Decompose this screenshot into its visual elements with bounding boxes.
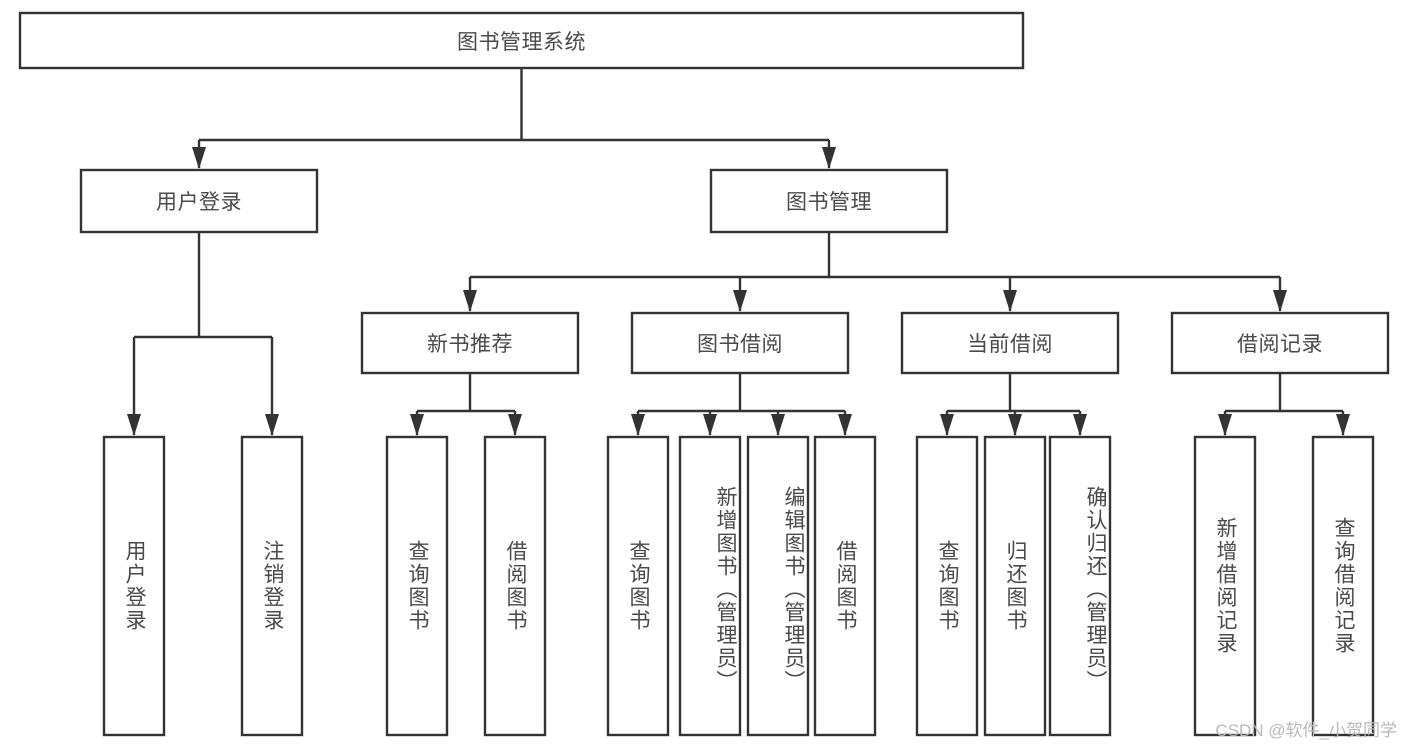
arrow-head-icon bbox=[127, 414, 141, 436]
node-box-leaf-query-record[interactable] bbox=[1311, 435, 1375, 737]
node-box-user-login[interactable] bbox=[79, 168, 319, 234]
arrow-head-icon bbox=[940, 414, 954, 436]
node-box-book-manage[interactable] bbox=[709, 168, 949, 234]
node-box-leaf-add-book[interactable] bbox=[678, 435, 742, 737]
node-box-root[interactable] bbox=[18, 11, 1025, 70]
arrow-head-icon bbox=[1008, 414, 1022, 436]
node-box-leaf-return-book[interactable] bbox=[983, 435, 1047, 737]
arrow-head-icon bbox=[410, 414, 424, 436]
node-box-leaf-borrow-book-1[interactable] bbox=[483, 435, 547, 737]
arrow-head-icon bbox=[1073, 414, 1087, 436]
arrow-head-icon bbox=[822, 147, 836, 169]
connector-layer bbox=[127, 68, 1350, 436]
arrow-head-icon bbox=[1218, 414, 1232, 436]
node-box-leaf-borrow-book-2[interactable] bbox=[813, 435, 877, 737]
node-box-current-borrow[interactable] bbox=[900, 311, 1120, 375]
arrow-head-icon bbox=[508, 414, 522, 436]
arrow-head-icon bbox=[733, 290, 747, 312]
arrow-head-icon bbox=[1003, 290, 1017, 312]
arrow-head-icon bbox=[192, 147, 206, 169]
arrow-head-icon bbox=[838, 414, 852, 436]
arrow-head-icon bbox=[265, 414, 279, 436]
watermark-text: CSDN @软件_小贺同学 bbox=[1215, 721, 1397, 740]
node-box-layer bbox=[18, 11, 1390, 737]
arrow-head-icon bbox=[771, 414, 785, 436]
arrow-head-icon bbox=[1273, 290, 1287, 312]
node-box-leaf-query-book-2[interactable] bbox=[606, 435, 670, 737]
node-box-leaf-confirm-return[interactable] bbox=[1048, 435, 1112, 737]
node-box-leaf-query-book-3[interactable] bbox=[915, 435, 979, 737]
node-box-leaf-edit-book[interactable] bbox=[746, 435, 810, 737]
node-box-leaf-user-login[interactable] bbox=[102, 435, 166, 737]
arrow-head-icon bbox=[1336, 414, 1350, 436]
node-box-borrow-record[interactable] bbox=[1170, 311, 1390, 375]
node-box-book-borrow[interactable] bbox=[630, 311, 850, 375]
node-box-leaf-query-book-1[interactable] bbox=[385, 435, 449, 737]
node-box-leaf-add-record[interactable] bbox=[1193, 435, 1257, 737]
arrow-head-icon bbox=[703, 414, 717, 436]
arrow-head-icon bbox=[631, 414, 645, 436]
node-box-leaf-logout[interactable] bbox=[240, 435, 304, 737]
node-box-new-book-recommend[interactable] bbox=[360, 311, 580, 375]
arrow-head-icon bbox=[463, 290, 477, 312]
